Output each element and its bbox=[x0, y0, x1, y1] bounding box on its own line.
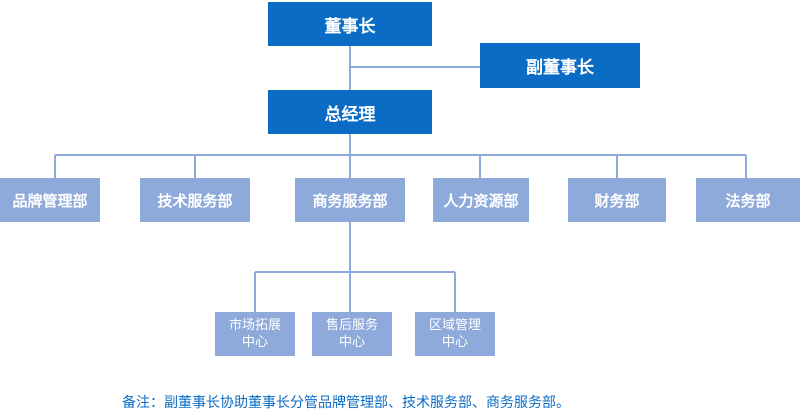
center-after-sales: 售后服务 中心 bbox=[312, 312, 392, 356]
chairman-label: 董事长 bbox=[324, 16, 376, 37]
vice-chairman-label: 副董事长 bbox=[526, 58, 594, 78]
department-commercial-service: 商务服务部 bbox=[295, 178, 405, 222]
center-market-expansion: 市场拓展 中心 bbox=[215, 312, 295, 356]
center-label-line1: 市场拓展 bbox=[228, 318, 281, 333]
center-label-line1: 区域管理 bbox=[428, 318, 481, 333]
department-human-resources: 人力资源部 bbox=[433, 178, 529, 222]
center-label-line2: 中心 bbox=[441, 335, 468, 350]
department-legal: 法务部 bbox=[696, 178, 800, 222]
footnote: 备注：副董事长协助董事长分管品牌管理部、技术服务部、商务服务部。 bbox=[122, 395, 570, 411]
department-finance: 财务部 bbox=[568, 178, 666, 222]
department-label: 商务服务部 bbox=[312, 191, 388, 210]
department-label: 财务部 bbox=[594, 191, 640, 210]
general-manager-label: 总经理 bbox=[324, 104, 376, 125]
vice-chairman-box: 副董事长 bbox=[480, 43, 640, 88]
department-label: 法务部 bbox=[725, 191, 771, 210]
department-label: 人力资源部 bbox=[443, 191, 519, 210]
department-label: 品牌管理部 bbox=[12, 191, 88, 210]
department-label: 技术服务部 bbox=[157, 191, 233, 210]
center-label-line1: 售后服务 bbox=[325, 318, 378, 333]
general-manager-box: 总经理 bbox=[268, 90, 432, 134]
department-brand-management: 品牌管理部 bbox=[0, 178, 100, 222]
center-label-line2: 中心 bbox=[241, 335, 268, 350]
center-regional-management: 区域管理 中心 bbox=[415, 312, 495, 356]
center-label-line2: 中心 bbox=[338, 335, 365, 350]
chairman-box: 董事长 bbox=[268, 2, 432, 46]
department-technical-service: 技术服务部 bbox=[140, 178, 250, 222]
